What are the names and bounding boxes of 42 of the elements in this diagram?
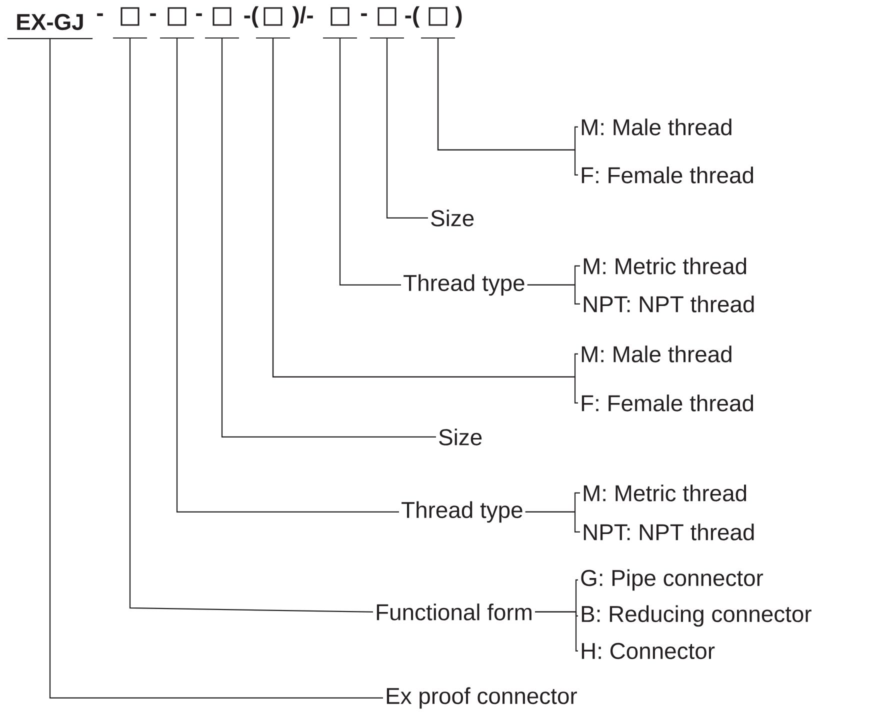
slot-box xyxy=(421,7,455,39)
leader-line xyxy=(437,38,578,176)
field-label: Size xyxy=(439,428,482,446)
option-text: F: Female thread xyxy=(582,166,754,184)
slot-box xyxy=(205,7,239,39)
leader-line xyxy=(386,38,428,219)
separator: - xyxy=(361,13,367,16)
leader-line xyxy=(129,38,374,613)
slot-box xyxy=(113,7,147,39)
separator: - xyxy=(97,13,103,16)
field-label: Thread type xyxy=(402,501,522,523)
leader-line xyxy=(527,284,580,305)
separator: -( xyxy=(405,6,420,28)
option-text: M: Metric thread xyxy=(584,484,746,502)
leader-line xyxy=(535,611,578,652)
field-label: Functional form xyxy=(376,604,532,620)
leader-line xyxy=(525,511,580,533)
option-text: H: Connector xyxy=(582,642,715,660)
slot-box xyxy=(160,7,194,39)
field-label: Ex proof connector xyxy=(386,687,577,709)
option-text: F: Female thread xyxy=(582,394,754,412)
option-text: B: Reducing connector xyxy=(582,605,812,627)
separator: ) xyxy=(455,6,462,28)
option-text: NPT: NPT thread xyxy=(584,296,754,312)
leader-line xyxy=(221,38,436,438)
slot-box xyxy=(370,7,404,39)
separator: -( xyxy=(244,6,259,28)
separator: - xyxy=(196,13,202,16)
separator: - xyxy=(150,13,156,16)
field-label: Thread type xyxy=(404,274,524,296)
option-text: M: Male thread xyxy=(582,346,732,362)
option-text: G: Pipe connector xyxy=(581,569,764,591)
option-text: M: Metric thread xyxy=(584,258,746,274)
option-text: M: Male thread xyxy=(582,118,732,136)
option-text: NPT: NPT thread xyxy=(584,524,754,540)
slot-box xyxy=(323,7,357,39)
leader-line xyxy=(176,38,399,513)
leader-line xyxy=(49,38,383,699)
code-segment: EX-GJ xyxy=(7,14,93,40)
separator: )/- xyxy=(292,6,313,28)
field-label: Size xyxy=(431,210,474,226)
leader-line xyxy=(339,38,401,286)
